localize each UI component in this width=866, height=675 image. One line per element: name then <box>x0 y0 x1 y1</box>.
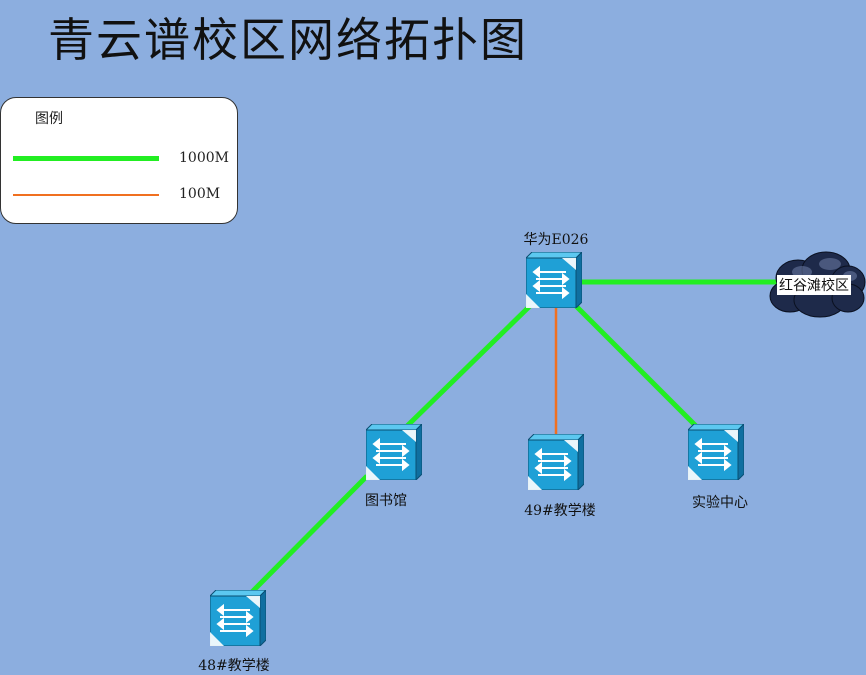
node-remote-label: 红谷滩校区 <box>777 275 851 295</box>
switch-icon <box>688 424 744 480</box>
switch-icon <box>210 590 266 646</box>
node-lab-label: 实验中心 <box>692 495 748 511</box>
node-core[interactable] <box>526 252 582 308</box>
switch-icon <box>526 252 582 308</box>
legend-label-1000m: 1000M <box>179 150 229 166</box>
node-library-label: 图书馆 <box>365 493 407 509</box>
node-building49[interactable] <box>528 434 584 490</box>
node-library[interactable] <box>366 424 422 480</box>
node-building48-label: 48#教学楼 <box>198 658 270 674</box>
switch-icon <box>366 424 422 480</box>
legend-line-100m <box>13 194 159 196</box>
node-lab[interactable] <box>688 424 744 480</box>
legend-line-1000m <box>13 156 159 161</box>
legend-title: 图例 <box>35 111 63 127</box>
node-core-label: 华为E026 <box>523 232 589 248</box>
legend-label-100m: 100M <box>179 186 221 202</box>
legend: 图例 1000M 100M <box>0 97 238 224</box>
link-core-lab <box>571 301 700 430</box>
page-title: 青云谱校区网络拓扑图 <box>48 13 528 67</box>
link-library-building48 <box>248 474 369 596</box>
node-building49-label: 49#教学楼 <box>524 503 596 519</box>
switch-icon <box>528 434 584 490</box>
node-building48[interactable] <box>210 590 266 646</box>
link-core-library <box>403 301 535 430</box>
